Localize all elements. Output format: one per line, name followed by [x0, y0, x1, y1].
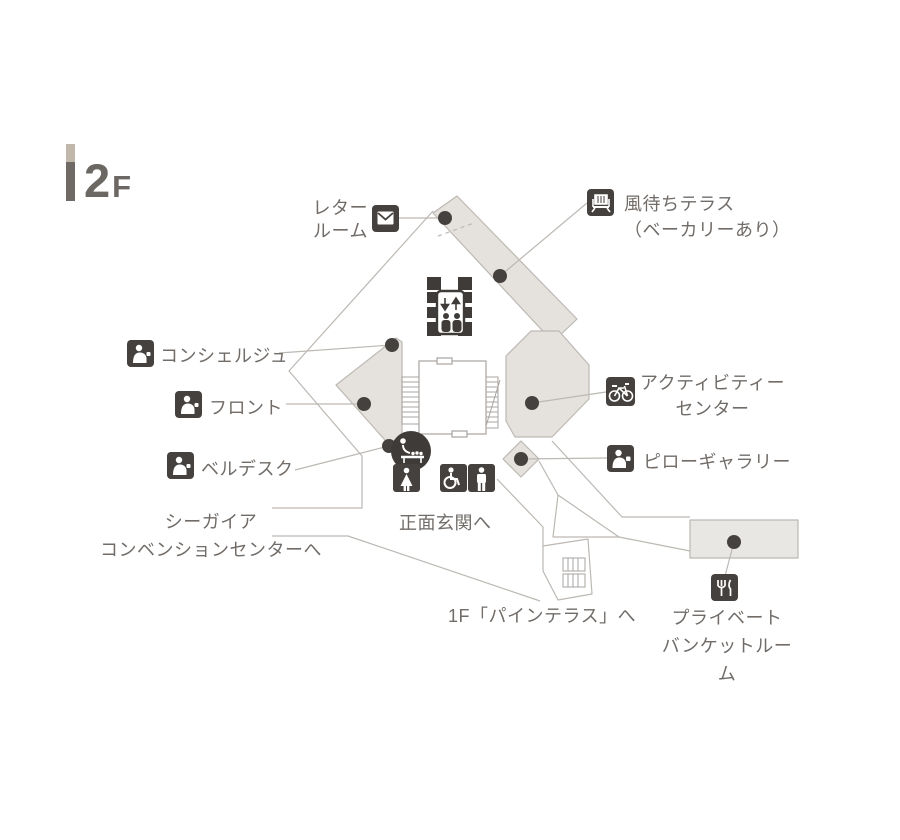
bicycle-icon [606, 377, 635, 406]
label-activity-center: アクティビティー センター [640, 373, 785, 419]
floor-suffix: F [112, 169, 132, 205]
label-front-desk: フロント [209, 398, 283, 418]
activity-area [505, 330, 590, 438]
stairs-left [401, 376, 420, 425]
walls [272, 210, 691, 602]
pillow-person-icon [607, 445, 634, 472]
label-to-convention-center: シーガイア コンベンションセンターへ [100, 512, 322, 560]
reception-person-icon [167, 452, 194, 479]
baby-changing-icon [391, 431, 431, 471]
female-icon [393, 464, 420, 492]
stairs-right [485, 376, 501, 429]
label-kazamachi-terrace: 風待ちテラス （ベーカリーあり） [624, 194, 791, 240]
leader-lines [278, 202, 735, 577]
terrace-chair-icon [587, 189, 614, 216]
label-to-pine-terrace: 1F「パインテラス」へ [448, 606, 637, 626]
banquet-room-area [689, 519, 799, 559]
label-concierge: コンシェルジュ [160, 346, 289, 366]
elevator-icon [427, 277, 472, 336]
floor-number: 2 [84, 154, 111, 208]
floor-indicator-bar [66, 144, 75, 201]
label-pillow-gallery: ピローギャラリー [643, 452, 791, 472]
restroom-icons [393, 464, 495, 492]
front-desk-area [335, 337, 403, 449]
label-icons [127, 189, 738, 601]
label-letter-room: レター ルーム [312, 198, 368, 241]
floor-indicator: 2 F [66, 144, 132, 208]
stairs-pine-terrace [562, 557, 586, 588]
reception-person-icon [127, 340, 154, 367]
label-bell-desk: ベルデスク [201, 459, 294, 479]
label-to-main-entrance: 正面玄関へ [399, 513, 492, 533]
male-icon [468, 464, 495, 492]
terrace-corridor-area [432, 195, 578, 343]
wheelchair-icon [440, 464, 467, 492]
label-private-banquet: プライベート バンケットルーム [661, 608, 793, 684]
fork-knife-icon [711, 574, 738, 601]
location-dots [357, 211, 741, 549]
atrium-square [401, 357, 501, 438]
mail-icon [372, 205, 399, 232]
reception-person-icon [175, 391, 202, 418]
